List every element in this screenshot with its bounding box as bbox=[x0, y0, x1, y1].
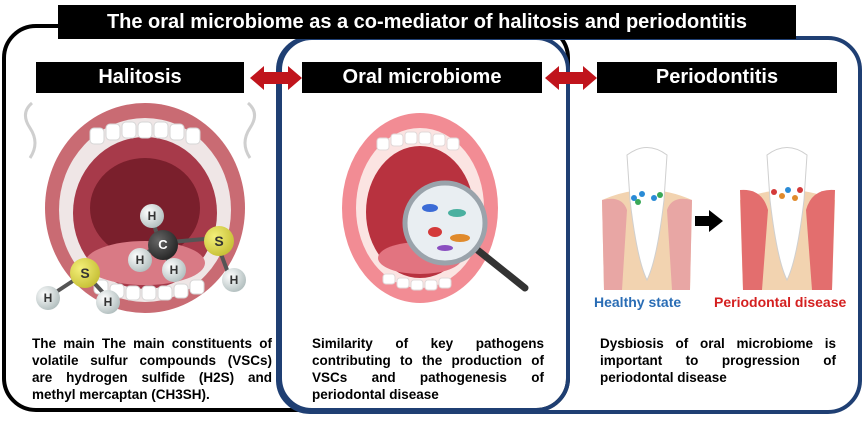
microbiome-description: Similarity of key pathogens contributing… bbox=[312, 336, 544, 402]
periodontitis-header: Periodontitis bbox=[597, 62, 837, 93]
hydrogen-atom: H bbox=[140, 204, 164, 228]
carbon-atom: C bbox=[148, 230, 178, 260]
arrow-right-icon bbox=[695, 210, 723, 232]
diagram-title: The oral microbiome as a co-mediator of … bbox=[58, 5, 796, 39]
hydrogen-atom: H bbox=[222, 268, 246, 292]
healthy-tooth-illustration bbox=[602, 147, 692, 290]
halitosis-description: The main The main constituents of volati… bbox=[32, 336, 272, 402]
hydrogen-atom: H bbox=[96, 290, 120, 314]
hydrogen-atom: H bbox=[36, 286, 60, 310]
periodontal-disease-label: Periodontal disease bbox=[714, 294, 847, 310]
diseased-tooth-illustration bbox=[740, 147, 835, 290]
sulfur-atom-left: S bbox=[70, 258, 100, 288]
microbiome-mouth-illustration bbox=[342, 113, 529, 303]
double-arrow-right bbox=[545, 66, 597, 90]
carbon-label: C bbox=[158, 237, 168, 252]
periodontitis-description: Dysbiosis of oral microbiome is importan… bbox=[600, 336, 836, 385]
double-arrow-left bbox=[250, 66, 302, 90]
healthy-state-label: Healthy state bbox=[594, 294, 682, 310]
hydrogen-atom: H bbox=[162, 258, 186, 282]
hydrogen-atom: H bbox=[128, 248, 152, 272]
microbiome-header: Oral microbiome bbox=[302, 62, 542, 93]
halitosis-header: Halitosis bbox=[36, 62, 244, 93]
sulfur-atom-right: S bbox=[204, 226, 234, 256]
